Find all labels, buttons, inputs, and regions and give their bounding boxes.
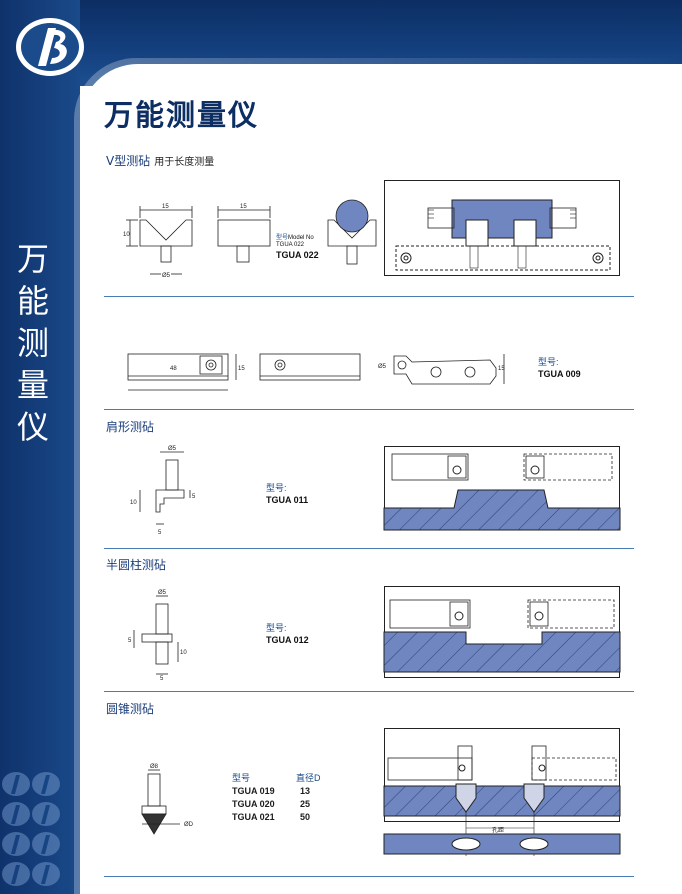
brand-logo-icon [16, 18, 84, 76]
table-cell: 50 [300, 812, 311, 822]
model-number: TGUA 012 [266, 635, 309, 645]
table-cell: TGUA 021 [232, 812, 275, 822]
section-title-shoulder-anvil: 肩形测砧 [106, 420, 155, 434]
v-anvil-side-view [217, 206, 271, 263]
model-label-cn: 型号: [266, 623, 287, 633]
sidebar-band [0, 0, 80, 894]
dim-label: 10 [123, 232, 130, 238]
dim-label: 5 [192, 494, 196, 500]
dim-label: 5 [160, 676, 164, 682]
dim-label: 孔距 [492, 826, 504, 834]
table-row: TGUA 019 13 [232, 785, 336, 798]
sidebar-char: 仪 [16, 408, 51, 446]
cone-anvil-model-table: 型号 直径D TGUA 019 13 TGUA 020 25 TGUA 021 50 [232, 772, 336, 824]
v-anvil-drawings: 15 10 Ø5 15 [123, 199, 377, 279]
slot-anvil-drawings: 48 15 Ø5 15 [127, 353, 505, 391]
table-cell: TGUA 019 [232, 786, 275, 796]
dim-label: Ø5 [162, 273, 171, 279]
dim-label: 15 [162, 204, 169, 210]
decorative-logo-pattern-icon [2, 772, 60, 886]
dim-label: Ø5 [378, 364, 387, 370]
dim-label: 48 [170, 366, 177, 372]
model-number: TGUA 022 [276, 250, 319, 260]
half-cylinder-anvil-drawing: Ø5 5 10 5 [128, 590, 187, 682]
section-title-text: V型测砧 [106, 154, 151, 168]
shoulder-anvil-drawing: Ø5 10 5 5 [130, 446, 196, 536]
section-title-half-cylinder-anvil: 半圆柱测砧 [106, 558, 167, 572]
table-header-cell: 直径D [296, 773, 321, 783]
dim-label: Ø5 [158, 590, 167, 596]
table-row: TGUA 020 25 [232, 798, 336, 811]
dim-label: 5 [128, 638, 132, 644]
v-anvil-assembly-diagram [384, 180, 620, 276]
section-subtitle: 用于长度测量 [154, 157, 215, 168]
section-divider [104, 296, 634, 297]
model-label-shoulder-anvil: 型号: TGUA 011 [266, 482, 308, 506]
sidebar-char: 万 [16, 240, 51, 278]
dim-label: 15 [240, 204, 247, 210]
table-cell: TGUA 020 [232, 799, 275, 809]
section-divider [104, 409, 634, 410]
cone-anvil-assembly-diagram: 孔距 [383, 728, 621, 856]
dim-label: 15 [238, 366, 245, 372]
section-title-cone-anvil: 圆锥测砧 [106, 702, 155, 716]
section-divider [104, 691, 634, 692]
v-anvil-with-ball [327, 199, 377, 265]
section-title-v-anvil: V型测砧用于长度测量 [106, 152, 214, 169]
dim-label: 5 [158, 530, 162, 536]
sidebar-char: 测 [16, 324, 51, 362]
model-label-en: Model No [288, 235, 314, 241]
table-header: 型号 直径D [232, 772, 336, 785]
table-cell: 13 [300, 786, 311, 796]
dim-label: Ø5 [168, 446, 177, 452]
model-label-half-cylinder-anvil: 型号: TGUA 012 [266, 622, 309, 646]
model-number: TGUA 009 [538, 369, 581, 379]
table-row: TGUA 021 50 [232, 811, 336, 824]
dim-label: 15 [498, 366, 505, 372]
model-label-v-anvil: 型号Model No TGUA 022 TGUA 022 [276, 235, 319, 261]
dim-label: 10 [130, 500, 137, 506]
section-divider [104, 876, 634, 877]
model-label-slot-anvil: 型号: TGUA 009 [538, 356, 581, 380]
page-title: 万能测量仪 [104, 98, 260, 132]
half-cylinder-anvil-assembly-diagram [383, 586, 621, 678]
model-label-cn: 型号 [276, 235, 289, 241]
table-header-cell: 型号 [232, 773, 251, 783]
sidebar-title: 万 能 测 量 仪 [14, 238, 54, 448]
section-divider [104, 548, 634, 549]
dim-label: Ø8 [150, 764, 159, 770]
model-number: TGUA 011 [266, 495, 309, 505]
cone-anvil-drawing: Ø8 ØD [141, 764, 194, 835]
dim-label: 10 [180, 650, 187, 656]
model-label-cn: 型号: [538, 357, 559, 367]
sidebar-char: 量 [16, 366, 51, 404]
shoulder-anvil-assembly-diagram [383, 446, 621, 531]
sidebar-char: 能 [16, 282, 51, 320]
dim-label: ØD [184, 822, 194, 828]
model-small: TGUA 022 [276, 242, 305, 248]
table-cell: 25 [300, 799, 311, 809]
v-anvil-front-view [126, 206, 193, 275]
model-label-cn: 型号: [266, 483, 287, 493]
